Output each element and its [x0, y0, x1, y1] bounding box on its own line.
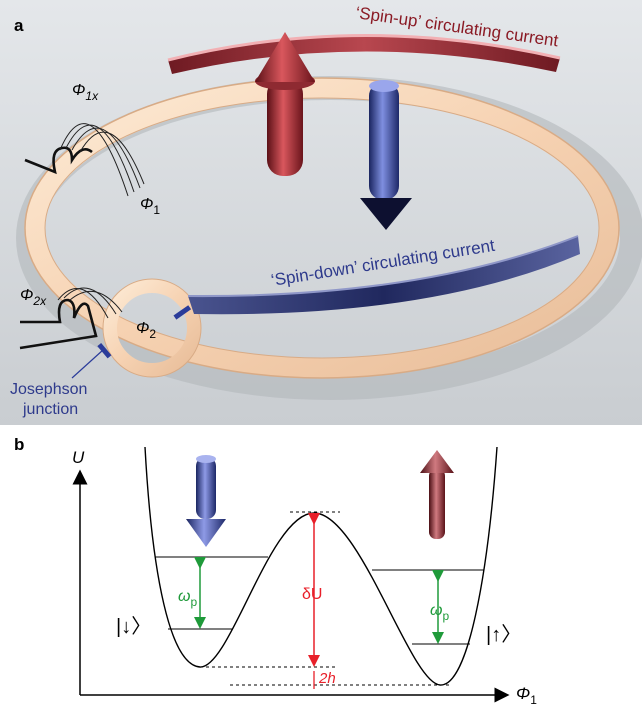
- squid-main-loop-edge: [24, 77, 620, 379]
- spin-up-current-band: [168, 35, 560, 74]
- phi-1x-label: Φ1x: [72, 82, 99, 103]
- phi-2-label: Φ2: [136, 320, 156, 341]
- omega-left-label: ωp: [178, 588, 197, 609]
- spin-up-band-top-edge: [167, 34, 561, 62]
- panel-b-potential-diagram: b U Φ1 ωp ωp δU 2h |↓〉 |↑〉: [14, 435, 537, 707]
- spin-down-band-edge: [187, 235, 579, 298]
- ket-down-label: |↓〉: [116, 616, 151, 638]
- josephson-junction-label-line1: Josephson: [10, 381, 87, 398]
- panel-a-label: a: [14, 16, 24, 35]
- squid-main-loop-inner-edge: [44, 97, 600, 359]
- josephson-junction-label-line2: junction: [22, 401, 78, 418]
- flux-coil-2: [19, 298, 98, 350]
- omega-right-label: ωp: [430, 602, 449, 623]
- y-axis-label: U: [72, 448, 85, 467]
- flux-field-lines-1: [59, 123, 145, 197]
- panel-a-illustration: a ‘Spin-up’ circulating current ‘Spin-do…: [0, 0, 642, 425]
- spin-down-arrow-b: [186, 455, 226, 547]
- spin-up-arrow: [255, 32, 315, 176]
- spin-up-arrow-b: [420, 450, 454, 539]
- phi-2x-label: Φ2x: [20, 287, 47, 308]
- josephson-junction-2: [97, 342, 112, 359]
- flux-field-lines-2: [57, 287, 123, 319]
- squid-small-loop: [103, 279, 201, 377]
- ket-up-label: |↑〉: [486, 624, 521, 646]
- x-axis-label: Φ1: [516, 684, 537, 707]
- spin-down-arrow: [360, 80, 412, 230]
- delta-u-label: δU: [302, 586, 322, 603]
- phi-1-label: Φ1: [140, 196, 160, 217]
- josephson-junction-1: [173, 305, 192, 320]
- squid-main-loop: [25, 78, 619, 378]
- two-h-label: 2h: [318, 670, 336, 687]
- panel-b-label: b: [14, 435, 24, 454]
- junction-pointer-line: [71, 349, 104, 379]
- squid-small-loop-edge: [102, 278, 202, 378]
